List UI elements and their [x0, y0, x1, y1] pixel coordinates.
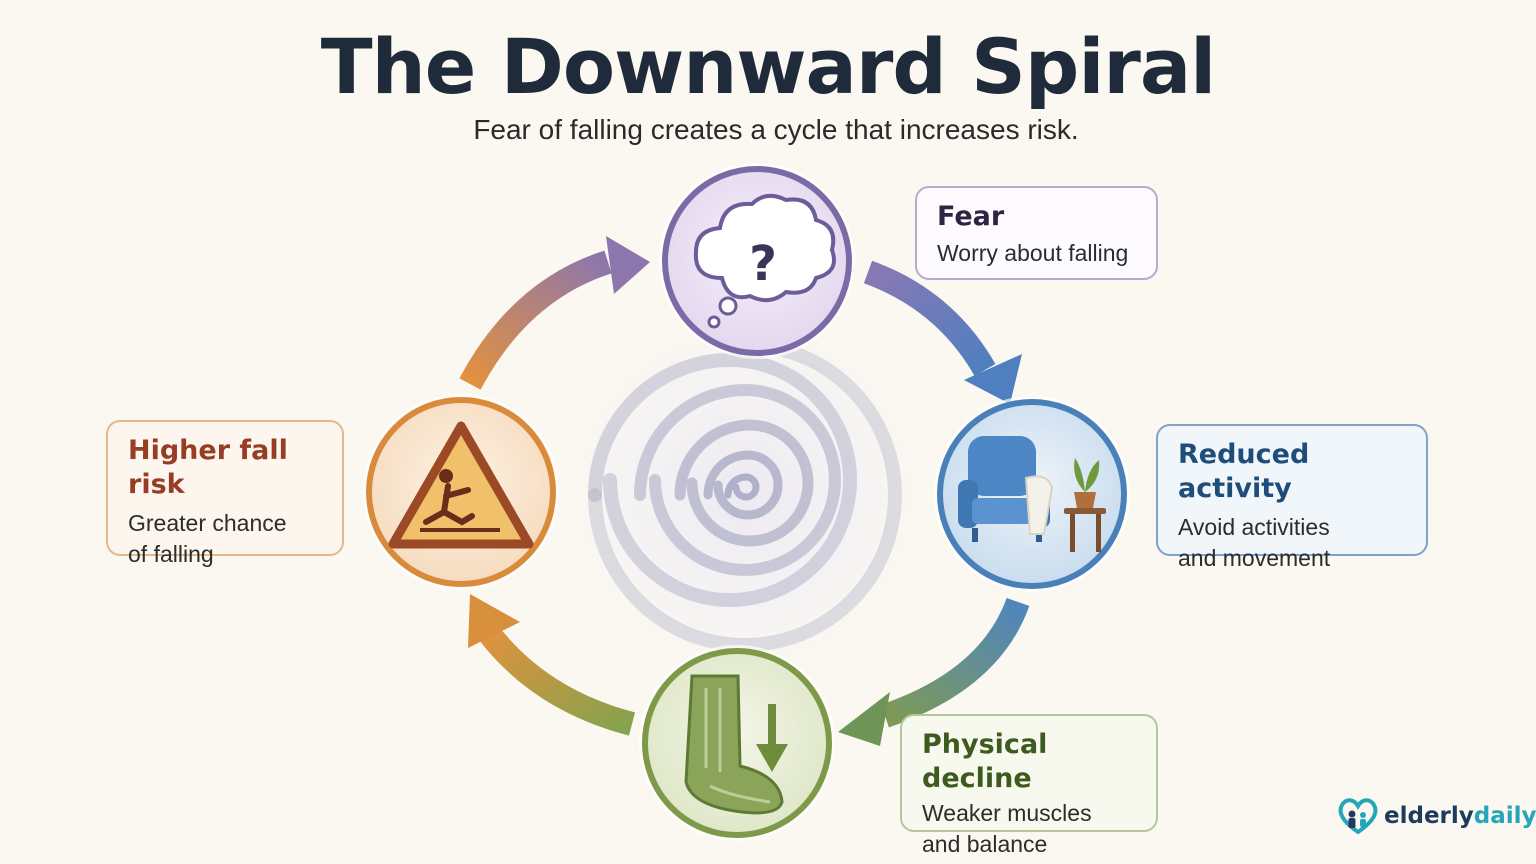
arrow-higher-to-fear: [459, 236, 650, 390]
arrow-physical-to-higher: [468, 594, 636, 736]
reduced-activity-node: [934, 396, 1130, 592]
physical-decline-heading: Physical decline: [922, 729, 1048, 794]
higher-fall-risk-node: [363, 394, 559, 590]
brand-name: elderlydaily: [1384, 803, 1536, 829]
reduced-activity-card: Reduced activity Avoid activities and mo…: [1156, 424, 1428, 571]
fear-description: Worry about falling: [937, 240, 1129, 266]
physical-decline-card: Physical decline Weaker muscles and bala…: [900, 714, 1158, 857]
fear-card: Fear Worry about falling: [915, 186, 1158, 280]
slip-warning-icon: [388, 421, 534, 549]
reduced-activity-description: Avoid activities and movement: [1178, 514, 1331, 571]
arrow-reduced-to-physical: [838, 597, 1030, 746]
svg-text:?: ?: [749, 236, 777, 292]
page-subtitle: Fear of falling creates a cycle that inc…: [473, 114, 1079, 145]
fear-heading: Fear: [937, 201, 1005, 232]
brand-logo: elderlydaily: [1338, 796, 1536, 836]
brand-name-part1: elderly: [1384, 803, 1474, 829]
physical-decline-node: [639, 645, 835, 841]
family-heart-icon: [1338, 798, 1378, 835]
brand-name-part2: daily: [1473, 803, 1536, 829]
thought-bubble-question-icon: ?: [693, 193, 836, 329]
higher-fall-risk-heading: Higher fall risk: [128, 435, 288, 500]
arrow-fear-to-reduced: [863, 260, 1022, 404]
physical-decline-description: Weaker muscles and balance: [922, 800, 1092, 857]
spiral-icon: [555, 305, 935, 685]
page-title: The Downward Spiral: [320, 22, 1216, 111]
higher-fall-risk-card: Higher fall risk Greater chance of falli…: [106, 420, 344, 567]
foot-down-arrow-icon: [684, 674, 788, 815]
fear-node: ?: [659, 163, 855, 359]
reduced-activity-heading: Reduced activity: [1178, 439, 1310, 504]
higher-fall-risk-description: Greater chance of falling: [128, 510, 287, 567]
armchair-plant-icon: [958, 436, 1106, 552]
